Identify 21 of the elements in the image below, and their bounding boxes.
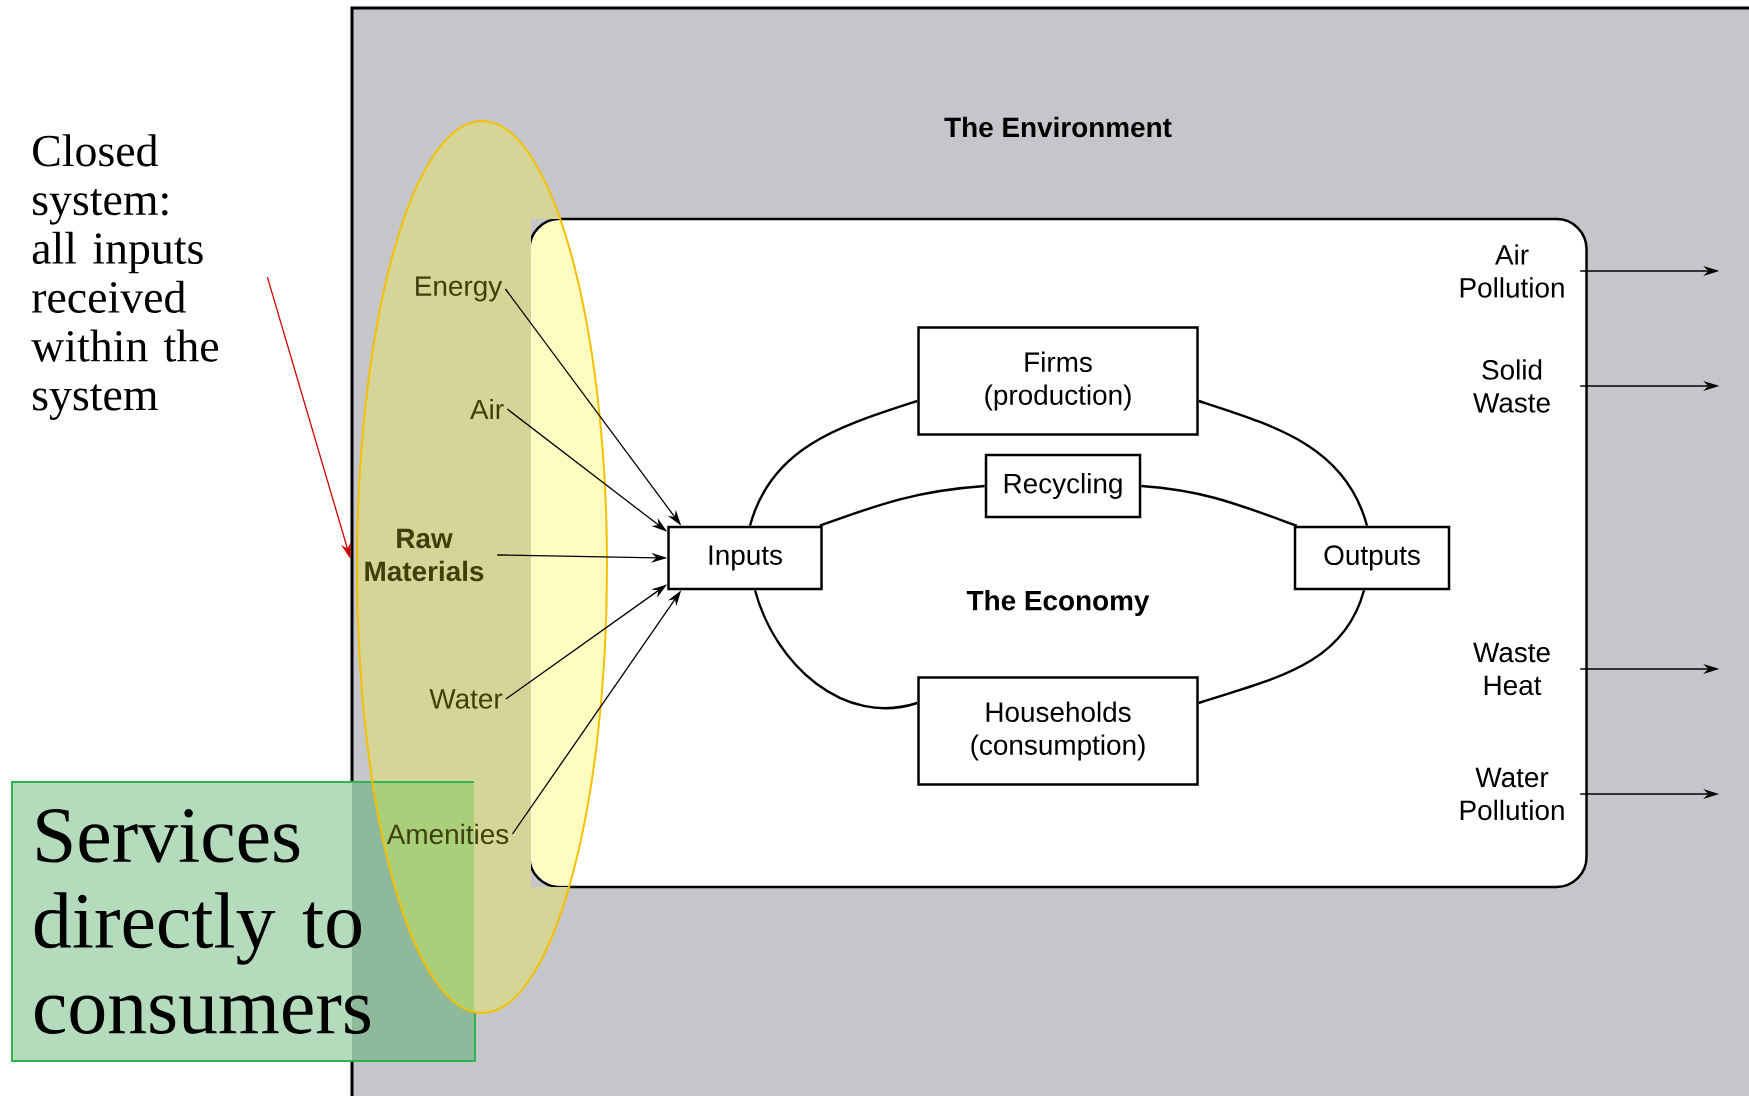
flow-line <box>1198 399 1369 527</box>
annotation-text: Closed system: all inputs received within the system <box>31 134 218 420</box>
process-box: Inputs <box>667 525 823 591</box>
flow-label: Water Pollution <box>1460 767 1564 821</box>
process-box: Recycling <box>984 453 1142 519</box>
flow-line <box>1198 589 1366 705</box>
process-box: Households (consumption) <box>917 676 1199 786</box>
flow-line <box>753 589 918 710</box>
flow-line <box>819 484 985 527</box>
process-box: Firms (production) <box>917 326 1199 436</box>
flow-label: Solid Waste <box>1473 359 1550 413</box>
flow-label: Waste Heat <box>1473 642 1550 696</box>
flow-line <box>748 399 918 527</box>
flow-label: Amenities <box>386 823 509 845</box>
flow-label: Water <box>429 689 503 709</box>
flow-line <box>1141 484 1298 527</box>
flow-label: Air <box>470 398 504 420</box>
process-box: Outputs <box>1293 525 1451 591</box>
flow-label: Energy <box>416 276 503 302</box>
flow-label: Air Pollution <box>1460 244 1564 298</box>
flow-label: Raw Materials <box>365 528 484 582</box>
